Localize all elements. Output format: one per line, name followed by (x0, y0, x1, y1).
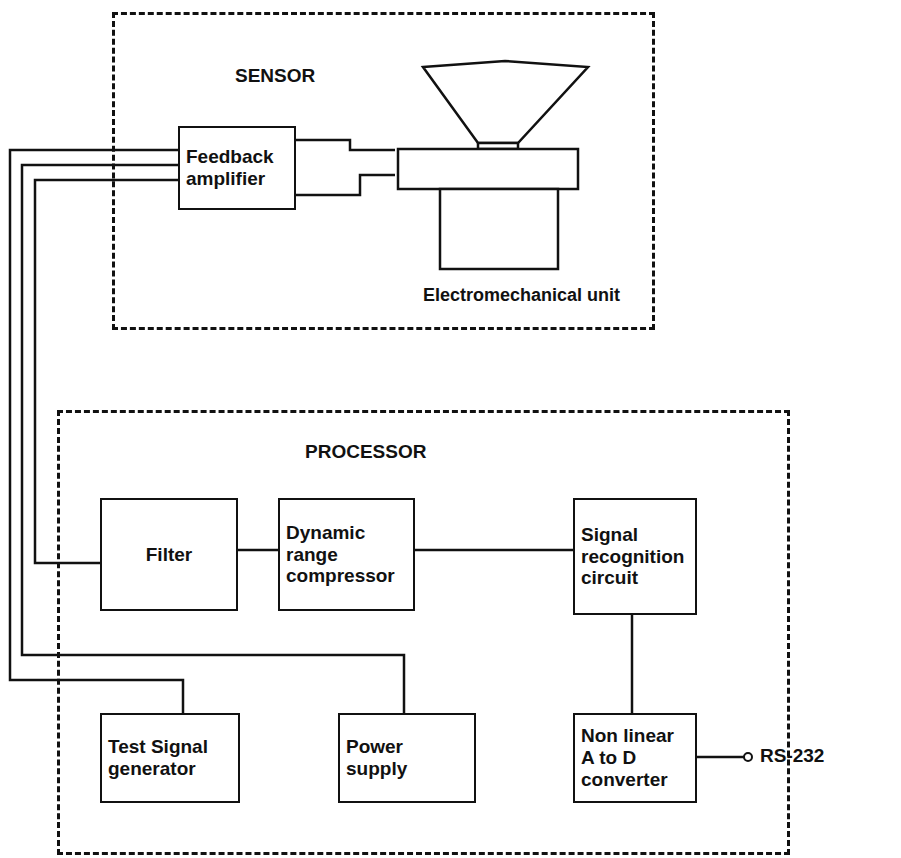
wire-line (631, 615, 634, 713)
wire-line (415, 549, 573, 552)
power-supply-box: Power supply (338, 713, 476, 803)
box-label: Signal recognition circuit (581, 524, 689, 590)
wire-line (296, 175, 395, 195)
speaker-cone (423, 61, 588, 143)
box-label: Non linear A to D converter (581, 725, 689, 791)
wire-line (296, 140, 395, 150)
unit-label: Electromechanical unit (395, 285, 648, 306)
port-label: RS-232 (760, 745, 824, 767)
test-generator-box: Test Signal generator (100, 713, 240, 803)
box-label: Feedback amplifier (186, 146, 288, 190)
speaker-magnet (398, 149, 578, 189)
signal-wire (632, 615, 633, 713)
box-label: Dynamic range compressor (286, 522, 407, 588)
sensor-enclosure: SENSOR Feedback amplifierElectromechanica… (112, 12, 655, 330)
signal-wire (10, 150, 183, 713)
box-label: Filter (146, 544, 192, 566)
rs232-wire (694, 756, 744, 759)
signal-wire (238, 550, 278, 551)
wire-line (238, 549, 278, 552)
converter-box: Non linear A to D converter (573, 713, 697, 803)
wire-line (10, 150, 183, 713)
speaker-illustration (395, 58, 648, 280)
box-label: Power supply (346, 736, 468, 780)
signal-wire (22, 165, 404, 713)
signal-wire (415, 550, 573, 551)
electromechanical-unit: Electromechanical unit (395, 58, 648, 310)
processor-enclosure: PROCESSOR Filter Dynamic range compressor S… (57, 410, 790, 855)
amplifier-box: Feedback amplifier (178, 126, 296, 210)
compressor-box: Dynamic range compressor (278, 498, 415, 611)
filter-box: Filter (100, 498, 238, 611)
wire-line (22, 165, 404, 713)
group-heading: PROCESSOR (305, 441, 426, 463)
signal-wire (296, 140, 395, 150)
rs232-terminal (744, 753, 752, 761)
signal-wire (296, 175, 395, 195)
speaker-body (440, 189, 558, 269)
box-label: Test Signal generator (108, 736, 232, 780)
group-heading: SENSOR (235, 65, 315, 87)
recognition-box: Signal recognition circuit (573, 498, 697, 615)
